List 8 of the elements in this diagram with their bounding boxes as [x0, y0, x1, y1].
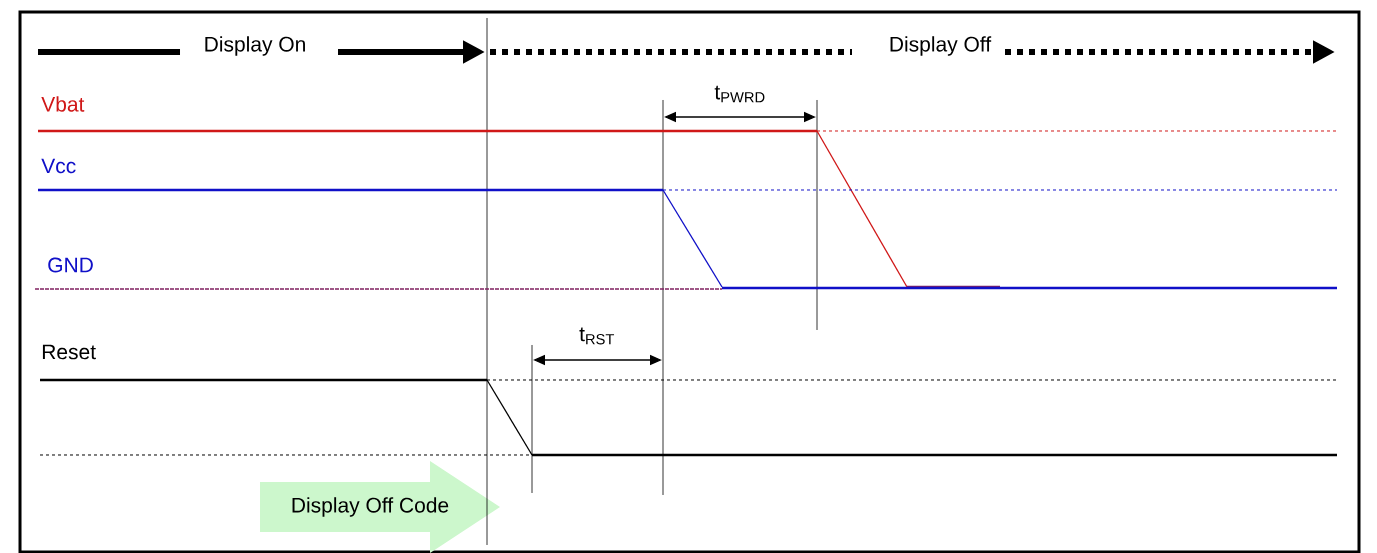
signal-name: Reset	[40, 343, 98, 361]
phase-label: Display On	[202, 35, 308, 57]
timing-label: t$_{PWRD}$	[713, 84, 767, 104]
timing-label: t$_{RST}$	[578, 326, 616, 346]
signal-name: Vbat	[40, 95, 86, 113]
phase-label: Display Off	[887, 35, 993, 57]
signal-name: GND	[46, 256, 95, 274]
signal-name: Vcc	[40, 157, 78, 175]
